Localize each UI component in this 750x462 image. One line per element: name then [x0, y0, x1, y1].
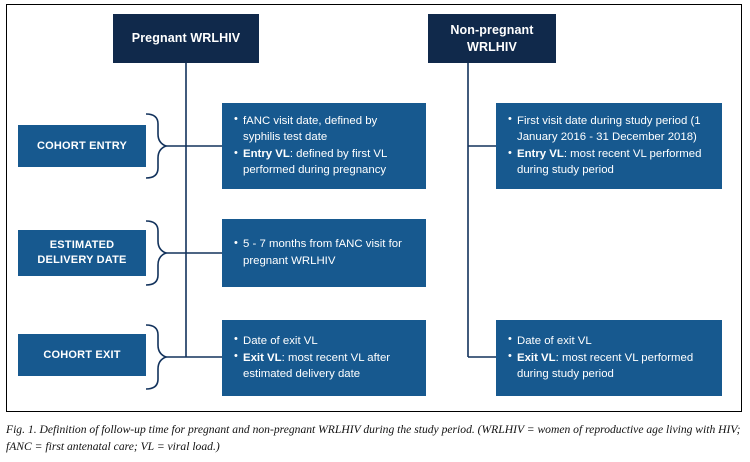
list-item: Entry VL: defined by first VL performed …	[234, 145, 415, 178]
stage-label-cohort-entry: COHORT ENTRY	[18, 125, 146, 167]
list-item: Exit VL: most recent VL performed during…	[508, 349, 711, 382]
list-item: Exit VL: most recent VL after estimated …	[234, 349, 415, 382]
content-box-pregnant-cohort-entry: fANC visit date, defined by syphilis tes…	[222, 103, 426, 189]
content-box-pregnant-estimated-delivery-date: 5 - 7 months from fANC visit for pregnan…	[222, 219, 426, 287]
header-box-non-pregnant: Non-pregnant WRLHIV	[428, 14, 556, 63]
header-box-non-pregnant-label: Non-pregnant WRLHIV	[450, 22, 534, 54]
content-box-nonpregnant-cohort-exit: Date of exit VL Exit VL: most recent VL …	[496, 320, 722, 396]
content-box-pregnant-cohort-exit: Date of exit VL Exit VL: most recent VL …	[222, 320, 426, 396]
stage-label-estimated-delivery-date: ESTIMATED DELIVERY DATE	[18, 230, 146, 276]
stage-label-cohort-entry-text: COHORT ENTRY	[37, 139, 127, 152]
header-box-pregnant-label: Pregnant WRLHIV	[131, 31, 241, 46]
list-item: First visit date during study period (1 …	[508, 112, 711, 145]
content-box-nonpregnant-cohort-entry: First visit date during study period (1 …	[496, 103, 722, 189]
list-item: Entry VL: most recent VL performed durin…	[508, 145, 711, 178]
list-item: fANC visit date, defined by syphilis tes…	[234, 112, 415, 145]
stage-label-cohort-exit: COHORT EXIT	[18, 334, 146, 376]
stage-label-estimated-delivery-date-text: ESTIMATED DELIVERY DATE	[37, 239, 127, 266]
header-box-pregnant: Pregnant WRLHIV	[113, 14, 259, 63]
list-item: Date of exit VL	[508, 332, 711, 349]
list-item: 5 - 7 months from fANC visit for pregnan…	[234, 236, 415, 268]
figure-caption: Fig. 1. Definition of follow-up time for…	[6, 423, 741, 454]
stage-label-cohort-exit-text: COHORT EXIT	[43, 348, 121, 361]
list-item: Date of exit VL	[234, 332, 415, 349]
